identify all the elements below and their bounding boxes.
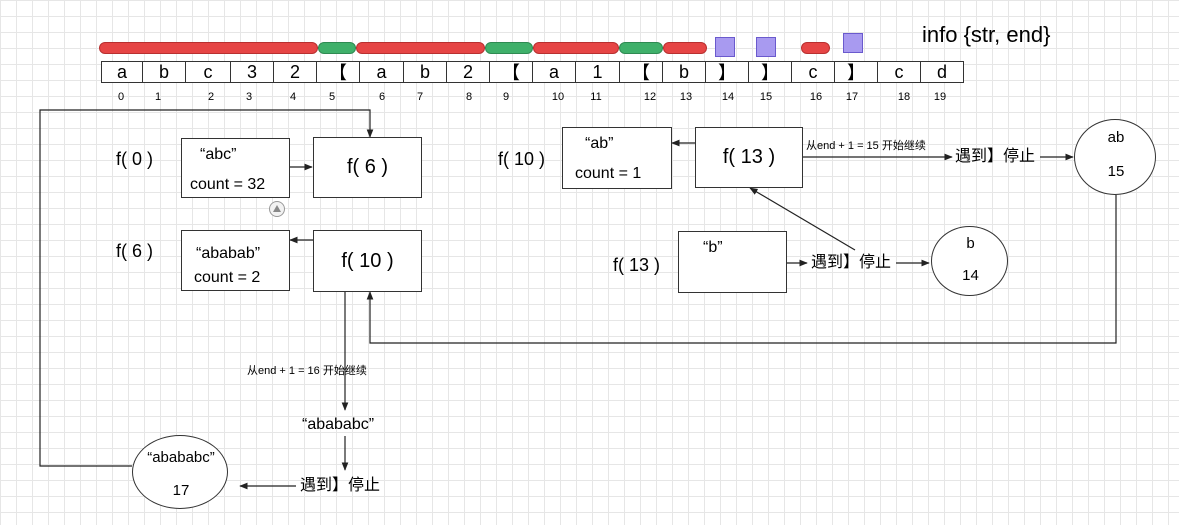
f0-label: f( 0 ) [116,149,154,169]
f13-info-str: “b” [703,239,723,256]
string-cell: 【 [489,61,533,83]
string-cell: 2 [446,61,490,83]
arrow-stop-to-f13 [749,187,856,251]
range-bar-green [619,42,663,54]
index-label: 16 [809,91,823,103]
index-label: 18 [897,91,911,103]
continue-15-note: 从end + 1 = 15 开始继续 [806,140,926,152]
index-label: 6 [378,91,386,103]
range-bar-green [318,42,356,54]
string-cell: b [403,61,447,83]
string-cell: 3 [230,61,274,83]
index-label: 10 [551,91,565,103]
index-label: 4 [289,91,297,103]
info-title: info {str, end} [922,22,1051,47]
f6-child-box: f( 10 ) [313,230,422,292]
continue-16-note: 从end + 1 = 16 开始继续 [247,365,367,377]
index-label: 9 [502,91,510,103]
stop-note-mid: 遇到】停止 [811,254,892,271]
index-label: 12 [643,91,657,103]
string-cell: a [532,61,576,83]
f10-info-str: “ab” [585,135,614,152]
string-cell: c [877,61,921,83]
range-bar-red [533,42,619,54]
string-cell: 1 [575,61,620,83]
string-cell: 【 [316,61,360,83]
string-cell: c [185,61,231,83]
range-bar-red [801,42,830,54]
result-ab-str: ab [1107,129,1125,146]
f13-label: f( 13 ) [613,255,661,275]
index-label: 7 [416,91,424,103]
index-label: 17 [845,91,859,103]
index-label: 11 [590,91,602,103]
index-label: 8 [465,91,473,103]
index-label: 13 [679,91,693,103]
string-cell: 】 [834,61,878,83]
f6-info-box: “ababab” count = 2 [181,230,290,291]
index-label: 2 [207,91,215,103]
string-cell: 【 [619,61,663,83]
string-cell: b [142,61,186,83]
result-ab-end: 15 [1107,163,1125,180]
f6-info-count: count = 2 [194,269,261,286]
f10-info-box: “ab” count = 1 [562,127,672,189]
f13-info-box: “b” [678,231,787,293]
string-cell: 】 [705,61,749,83]
string-cell: a [359,61,404,83]
end-marker-square [715,37,735,57]
f10-child-box: f( 13 ) [695,127,803,188]
result-ab-15: ab 15 [1074,119,1156,195]
f0-child-box: f( 6 ) [313,137,422,198]
result-final-end: 17 [172,482,190,499]
result-final-str: “abababc” [147,449,215,466]
stop-note-bottom: 遇到】停止 [300,477,381,494]
range-bar-red [99,42,318,54]
f6-info-str: “ababab” [196,245,261,262]
index-label: 0 [117,91,125,103]
string-cell: d [920,61,964,83]
stop-note-top: 遇到】停止 [955,148,1036,165]
f0-info-str: “abc” [200,146,237,163]
index-label: 3 [245,91,253,103]
range-bar-red [356,42,485,54]
result-b-14: b 14 [931,226,1008,296]
end-marker-square [756,37,776,57]
result-b-str: b [966,235,975,252]
index-label: 15 [759,91,773,103]
f10-info-count: count = 1 [575,165,642,182]
result-f10-str: “abababc” [302,416,375,433]
f10-label: f( 10 ) [498,149,546,169]
f0-info-box: “abc” count = 32 [181,138,290,198]
index-label: 5 [328,91,336,103]
string-cell: 】 [748,61,792,83]
end-marker-square [843,33,863,53]
f6-label: f( 6 ) [116,241,154,261]
string-cell: a [101,61,143,83]
arrow-ab15-to-f10 [366,195,1117,344]
f0-info-count: count = 32 [190,176,266,193]
result-final-17: “abababc” 17 [132,435,228,509]
string-cell: c [791,61,835,83]
warning-icon [269,201,285,217]
index-label: 19 [933,91,947,103]
string-cell: 2 [273,61,317,83]
range-bar-green [485,42,533,54]
index-label: 14 [721,91,735,103]
result-b-end: 14 [962,267,979,284]
string-cell: b [662,61,706,83]
arrow-result17-loop [39,109,374,467]
index-label: 1 [154,91,162,103]
range-bar-red [663,42,707,54]
